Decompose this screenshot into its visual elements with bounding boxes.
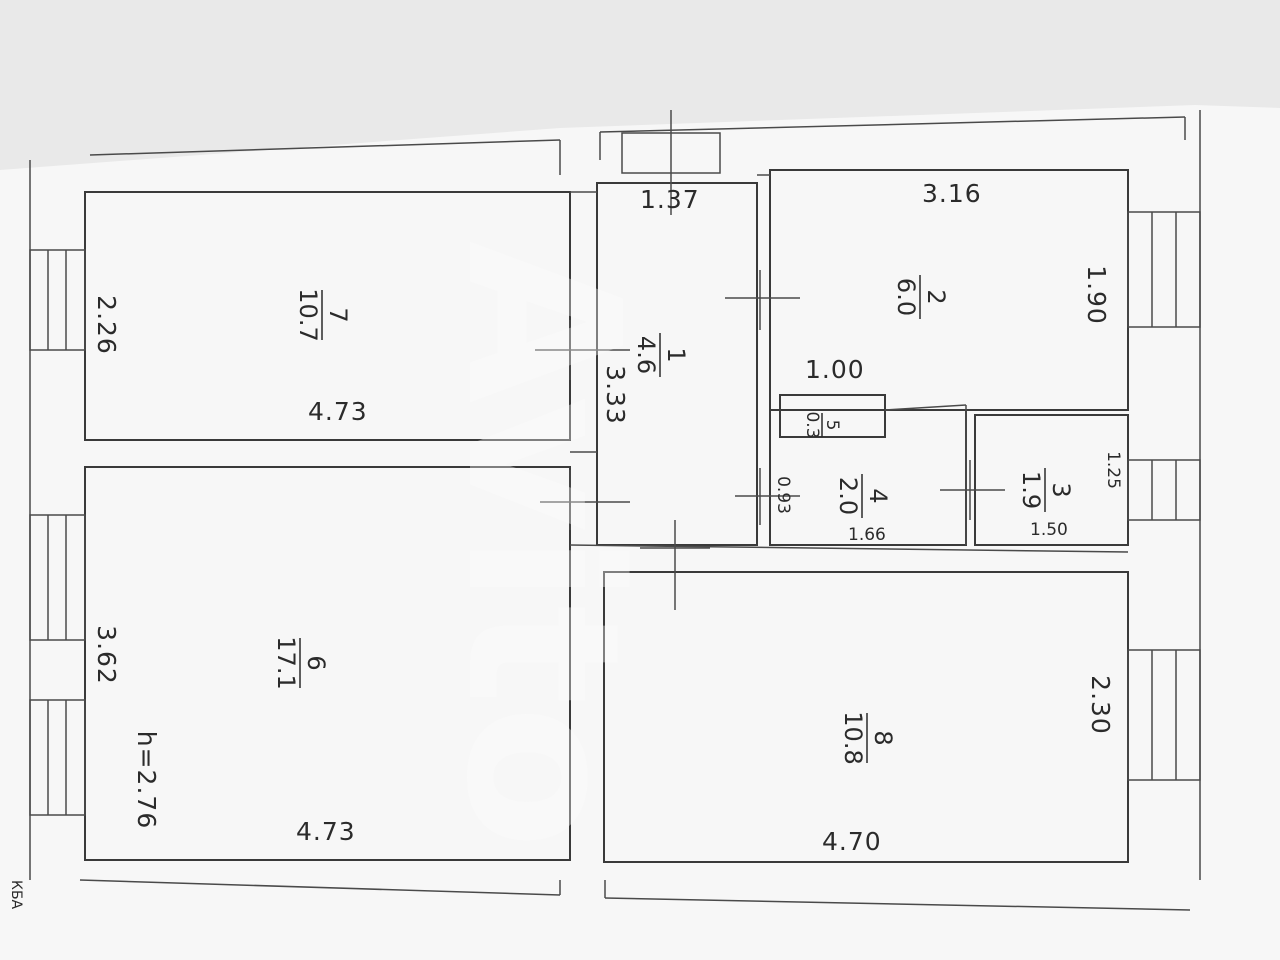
room-label-3: 3 1.9 xyxy=(1017,468,1075,512)
dim-3-33: 3.33 xyxy=(601,365,630,425)
stamp-text: КБА xyxy=(8,880,24,910)
dim-3-62: 3.62 xyxy=(92,625,121,685)
room-1-area: 4.6 xyxy=(632,336,660,374)
room-4-number: 4 xyxy=(864,488,892,503)
dim-1-66: 1.66 xyxy=(848,525,886,545)
paper-sheet xyxy=(0,105,1280,960)
window-right-bottom xyxy=(1127,649,1201,781)
dim-1-90: 1.90 xyxy=(1082,265,1111,325)
room-8-area: 10.8 xyxy=(839,711,867,764)
dim-1-00: 1.00 xyxy=(805,355,865,384)
ceiling-height: h=2.76 xyxy=(132,731,161,829)
window-right-middle xyxy=(1127,459,1201,521)
room-label-7: 7 10.7 xyxy=(294,288,352,341)
room-6-area: 17.1 xyxy=(272,636,300,689)
room-3-number: 3 xyxy=(1047,482,1075,497)
room-4-area: 2.0 xyxy=(834,477,862,515)
room-5-number: 5 xyxy=(822,420,842,431)
room-label-2: 2 6.0 xyxy=(892,275,950,319)
dim-1-50: 1.50 xyxy=(1030,520,1068,540)
door-markers xyxy=(535,270,1005,610)
entrance-door xyxy=(621,110,721,215)
dim-1-25: 1.25 xyxy=(1103,451,1123,489)
dim-1-37: 1.37 xyxy=(640,185,700,214)
avito-watermark: Avito xyxy=(420,241,665,850)
internal-walls xyxy=(569,174,1129,553)
window-right-top xyxy=(1127,211,1201,328)
room-1-number: 1 xyxy=(662,347,690,362)
room-5-outline xyxy=(779,394,886,438)
dim-3-16: 3.16 xyxy=(922,179,982,208)
room-1-outline xyxy=(596,182,758,546)
window-left-top xyxy=(29,249,86,351)
room-label-5: 5 0.3 xyxy=(802,411,842,438)
room-5-area: 0.3 xyxy=(802,411,822,438)
dim-2-30: 2.30 xyxy=(1086,675,1115,735)
stamp-fragment: КБА xyxy=(8,880,24,910)
room-8-number: 8 xyxy=(869,730,897,745)
dim-4-70: 4.70 xyxy=(822,827,882,856)
dim-0-93: 0.93 xyxy=(773,476,793,514)
dim-4-73-top: 4.73 xyxy=(308,397,368,426)
dim-2-26: 2.26 xyxy=(92,295,121,355)
room-2-number: 2 xyxy=(922,289,950,304)
window-left-bottom xyxy=(29,699,86,816)
room-6-number: 6 xyxy=(302,655,330,670)
room-label-6: 6 17.1 xyxy=(272,636,330,689)
room-label-4: 4 2.0 xyxy=(834,474,892,518)
room-2-area: 6.0 xyxy=(892,278,920,316)
room-6-outline xyxy=(84,466,571,861)
room-label-1: 1 4.6 xyxy=(632,333,690,377)
dim-4-73-bottom: 4.73 xyxy=(296,817,356,846)
window-left-middle xyxy=(29,514,86,641)
room-label-8: 8 10.8 xyxy=(839,711,897,764)
room-7-number: 7 xyxy=(324,307,352,322)
room-7-area: 10.7 xyxy=(294,288,322,341)
room-3-area: 1.9 xyxy=(1017,471,1045,509)
